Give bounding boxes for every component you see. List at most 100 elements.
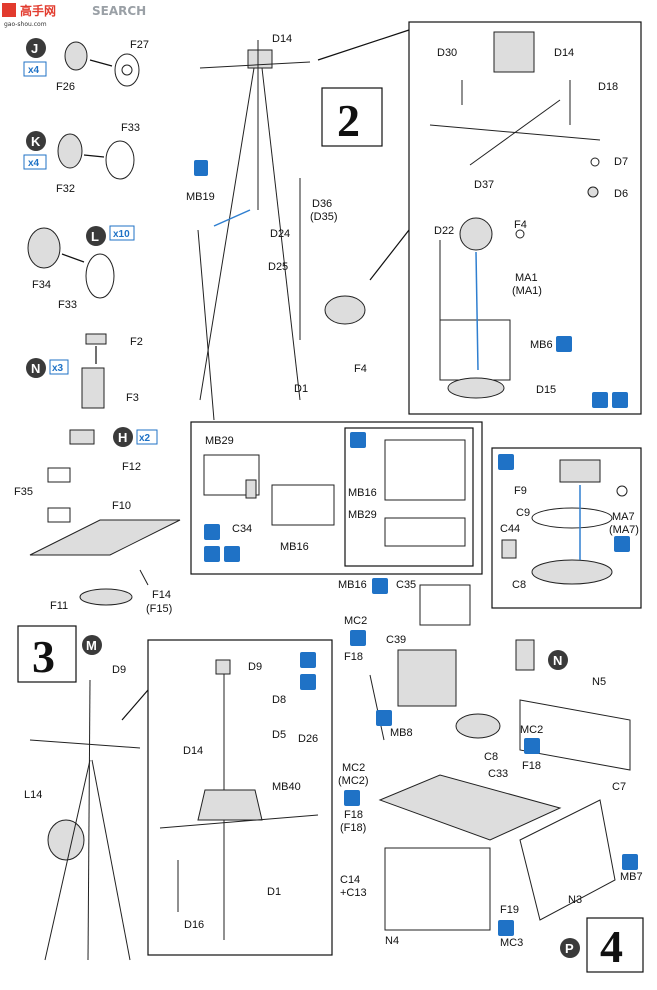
- label-z-d14: D14: [554, 47, 574, 59]
- mult-j: x4: [28, 65, 40, 76]
- zoom-callout: [121, 689, 149, 721]
- part-n5: [519, 699, 631, 771]
- label-d22: D22: [434, 225, 454, 237]
- subassembly-h: H x2 F12 F35 F10 F11 F14 (F15): [14, 427, 181, 615]
- subassembly-n: N x3 F2 F3: [26, 333, 143, 409]
- label-d37: D37: [474, 179, 494, 191]
- label-ma1: MA1: [515, 272, 538, 284]
- label-f18b: F18: [344, 809, 363, 821]
- step-4: MB16 C35 N MC2 F18 C39 MB8 C8 MC2 (MC2) …: [338, 578, 644, 973]
- label-ma1b: (MA1): [512, 285, 542, 297]
- paint-drop-icon: [622, 854, 638, 870]
- badge-k-letter: K: [31, 134, 41, 149]
- subassembly-k: K x4 F33 F32: [23, 122, 140, 195]
- label-z3-d1: D1: [267, 886, 281, 898]
- label-f33-k: F33: [121, 122, 140, 134]
- part-z-f4: [459, 217, 493, 251]
- paint-drop-icon: [614, 536, 630, 552]
- part-f34: [27, 227, 61, 269]
- part-z-d14: [493, 31, 535, 73]
- step-2-number: 2: [321, 87, 383, 147]
- part-n3: [519, 799, 616, 921]
- mult-k-box: [23, 154, 47, 170]
- mast-leg: [44, 759, 91, 961]
- label-d1: D1: [294, 383, 308, 395]
- badge-n: [26, 358, 46, 378]
- label-c13: +C13: [340, 887, 367, 899]
- cement-icon: [372, 578, 388, 594]
- upside-icon: [350, 432, 366, 448]
- part-d6: [587, 186, 599, 198]
- label-c39: C39: [386, 634, 406, 646]
- part-f12: [69, 429, 95, 445]
- step-4-box: [586, 917, 644, 973]
- part-f4: [324, 295, 366, 325]
- label-mb8: MB8: [390, 727, 413, 739]
- label-d36: D36: [312, 198, 332, 210]
- yard: [469, 99, 561, 166]
- part-ma1: [515, 229, 525, 239]
- part-f9: [559, 459, 601, 483]
- label-z3-d26: D26: [298, 733, 318, 745]
- label-f33-l: F33: [58, 299, 77, 311]
- subassembly-l: L x10 F34 F33: [27, 225, 135, 311]
- part-f27: [114, 53, 140, 87]
- label-f3: F3: [126, 392, 139, 404]
- zoom-frame: [491, 447, 642, 609]
- label-mb7: MB7: [620, 871, 643, 883]
- label-n4: N4: [385, 935, 399, 947]
- mult-l-box: [109, 225, 135, 241]
- label-z-d30: D30: [437, 47, 457, 59]
- label-n3: N3: [568, 894, 582, 906]
- part-f11: [79, 588, 133, 606]
- label-d7: D7: [614, 156, 628, 168]
- label-f4: F4: [354, 363, 367, 375]
- mult-h: x2: [139, 433, 151, 444]
- yard: [159, 814, 319, 829]
- part-f35-b: [47, 507, 71, 523]
- step-2-box: [321, 87, 383, 147]
- label-d24: D24: [270, 228, 290, 240]
- label-mc2d: MC2: [520, 724, 543, 736]
- upside-icon: [556, 336, 572, 352]
- part-ma7: [616, 485, 628, 497]
- watermark-url: gao-shou.com: [4, 21, 47, 28]
- label-f11: F11: [50, 600, 68, 612]
- mast-leg: [261, 67, 301, 401]
- paint-drop-icon: [300, 674, 316, 690]
- hub: [121, 64, 133, 76]
- part-z3-d14: [197, 789, 263, 821]
- part-z2-mb16: [384, 439, 466, 501]
- badge-k: [26, 131, 46, 151]
- label-f15: (F15): [146, 603, 172, 615]
- label-f18: F18: [344, 651, 363, 663]
- label-c7: C7: [612, 781, 626, 793]
- label-f2: F2: [130, 336, 143, 348]
- paint-brush-icon: [498, 454, 514, 470]
- arrow-mb19: [213, 209, 251, 227]
- label-mc2b: MC2: [342, 762, 365, 774]
- label-c9: C9: [516, 507, 530, 519]
- part-c39: [397, 649, 457, 707]
- badge-l-letter: L: [91, 229, 99, 244]
- cement-icon: [524, 738, 540, 754]
- watermark-brand-cn: 高手网: [20, 3, 56, 18]
- badge-n2: [548, 650, 568, 670]
- badge-m: [82, 635, 102, 655]
- label-mc2c: (MC2): [338, 775, 369, 787]
- arrow-l: [61, 253, 85, 263]
- label-d9: D9: [112, 664, 126, 676]
- label-f19: F19: [500, 904, 519, 916]
- part-f10: [29, 519, 181, 556]
- label-c44: C44: [500, 523, 520, 535]
- part-c9: [531, 507, 613, 529]
- label-f26: F26: [56, 81, 75, 93]
- zoom-c8: F9 C9 C44 MA7 (MA7) C8: [491, 447, 642, 609]
- part-f32: [57, 133, 83, 169]
- zoom-frame: [190, 421, 483, 575]
- badge-h: [113, 427, 133, 447]
- part-zc8: [531, 559, 613, 585]
- label-z3-d9: D9: [248, 661, 262, 673]
- label-d14: D14: [272, 33, 292, 45]
